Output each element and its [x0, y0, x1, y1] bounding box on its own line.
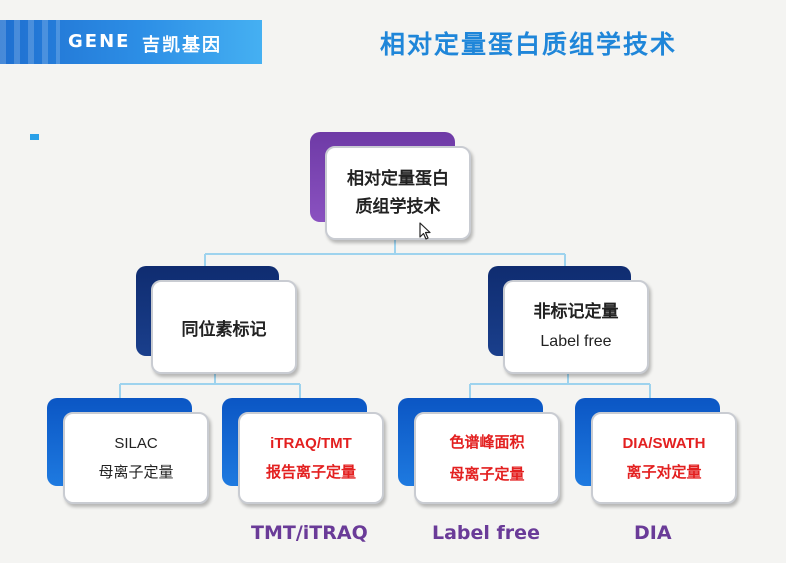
leaf-silac-node-front: SILAC 母离子定量 [63, 412, 209, 504]
bottom-label-dia: DIA [634, 522, 672, 544]
label-free-line1: 非标记定量 [533, 302, 619, 322]
leaf-dia-line1: DIA/SWATH [622, 435, 706, 452]
header-band [0, 20, 262, 64]
leaf-itraq-node-front: iTRAQ/TMT 报告离子定量 [238, 412, 384, 504]
company-logo: GENE [68, 31, 131, 52]
leaf-dia-node-front: DIA/SWATH 离子对定量 [591, 412, 737, 504]
company-name: 吉凯基因 [142, 35, 222, 56]
mouse-cursor-icon [419, 222, 431, 240]
isotope-labeling-node-front: 同位素标记 [151, 280, 297, 374]
root-node-line2: 质组学技术 [355, 197, 441, 217]
bullet-marker [30, 134, 39, 140]
label-free-line2: Label free [540, 333, 612, 350]
root-node-line1: 相对定量蛋白 [347, 169, 449, 189]
header-stripes [0, 20, 60, 64]
bottom-label-label-free: Label free [432, 522, 540, 544]
leaf-silac-line2: 母离子定量 [98, 463, 174, 481]
leaf-peak-area-node-front: 色谱峰面积 母离子定量 [414, 412, 560, 504]
slide-title: 相对定量蛋白质组学技术 [380, 30, 678, 59]
root-node-front: 相对定量蛋白 质组学技术 [325, 146, 471, 240]
leaf-dia-line2: 离子对定量 [626, 463, 702, 481]
leaf-peak-area-line1: 色谱峰面积 [449, 433, 525, 451]
leaf-silac-line1: SILAC [114, 435, 158, 452]
leaf-itraq-line2: 报告离子定量 [265, 463, 356, 481]
isotope-labeling-label: 同位素标记 [181, 319, 267, 340]
bottom-label-tmt-itraq: TMT/iTRAQ [251, 522, 368, 544]
leaf-peak-area-line2: 母离子定量 [449, 465, 525, 483]
label-free-node-front: 非标记定量 Label free [503, 280, 649, 374]
leaf-itraq-line1: iTRAQ/TMT [270, 435, 352, 452]
